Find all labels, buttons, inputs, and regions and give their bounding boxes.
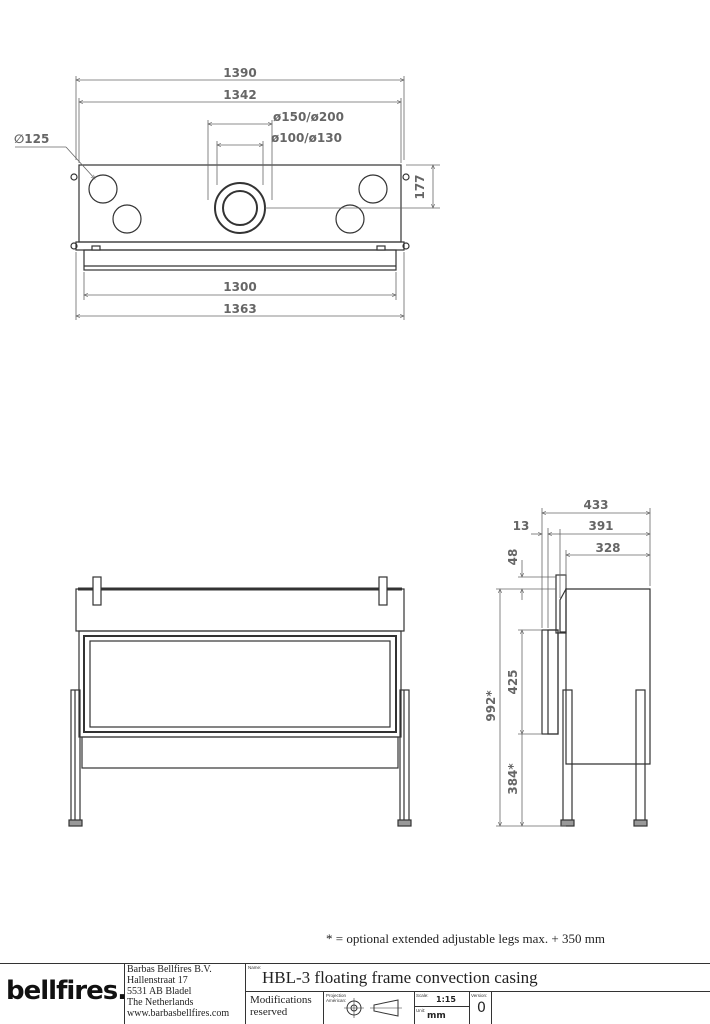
company-address: Barbas Bellfires B.V. Hallenstraat 17 55… [127,964,229,1019]
legs-footnote: * = optional extended adjustable legs ma… [326,931,605,946]
dim-992: 992* [484,690,498,722]
modifications-reserved: Modifications reserved [250,994,312,1018]
side-view-casing [565,588,651,765]
side-view-leg-rear [635,689,646,823]
side-view-frame [541,629,559,735]
projection-symbol-icon [344,998,402,1018]
modifications-line: Modifications [250,994,312,1006]
front-view-frame [78,630,402,738]
scale-label: Scale: [416,993,429,998]
dim-177: 177 [413,174,427,199]
top-view-glass [83,249,397,271]
front-view-glass-inner [89,640,391,728]
dim-flue-inner: ø100/ø130 [271,131,342,145]
top-view-air-hole [112,204,142,234]
front-view [68,576,412,827]
dim-flue-outer: ø150/ø200 [273,110,344,124]
dim-1300: 1300 [223,280,256,294]
side-view-dimension-lines [496,508,650,826]
dim-hole-diameter: ∅125 [14,132,49,146]
drawing-title: HBL-3 floating frame convection casing [262,968,538,987]
top-view-flue-inner [222,190,258,226]
dim-1390: 1390 [223,66,256,80]
address-line: www.barbasbellfires.com [127,1008,230,1019]
dim-391: 391 [588,519,613,533]
dim-1342: 1342 [223,88,256,102]
address-line: Hallenstraat 17 [127,975,188,986]
top-view-air-hole [335,204,365,234]
front-view-glass-outer [83,635,397,733]
bellfires-logo: bellfires. [6,976,127,1006]
top-view-front-frame [75,241,405,251]
top-view-air-hole [88,174,118,204]
projection-label: Projection Américan: [326,993,347,1003]
top-view-dimension-lines [15,76,440,320]
dim-433: 433 [583,498,608,512]
name-label: Name: [248,965,262,970]
front-view-casing-top [75,588,405,632]
modifications-line: reserved [250,1006,288,1018]
dim-13: 13 [513,519,530,533]
side-view [541,574,651,827]
scale-value: 1:15 [436,995,456,1004]
address-line: The Netherlands [127,997,194,1008]
side-view-top-bracket [555,574,567,634]
dim-328: 328 [595,541,620,555]
technical-drawing: 1390 1342 ø150/ø200 ø100/ø130 ∅125 177 1… [14,66,651,827]
dim-384: 384* [506,763,520,795]
version-value: 0 [477,1000,486,1016]
top-view-casing [78,164,402,243]
address-line: Barbas Bellfires B.V. [127,964,212,975]
version-label: Version: [471,993,488,998]
front-view-base [81,736,399,769]
top-view [70,164,410,271]
unit-label: Unit: [416,1008,426,1013]
dim-1363: 1363 [223,302,256,316]
dim-48: 48 [506,549,520,566]
address-line: 5531 AB Bladel [127,986,192,997]
side-view-leg-front [562,689,573,823]
unit-value: mm [427,1011,446,1021]
top-view-air-hole [358,174,388,204]
dim-425: 425 [506,669,520,694]
